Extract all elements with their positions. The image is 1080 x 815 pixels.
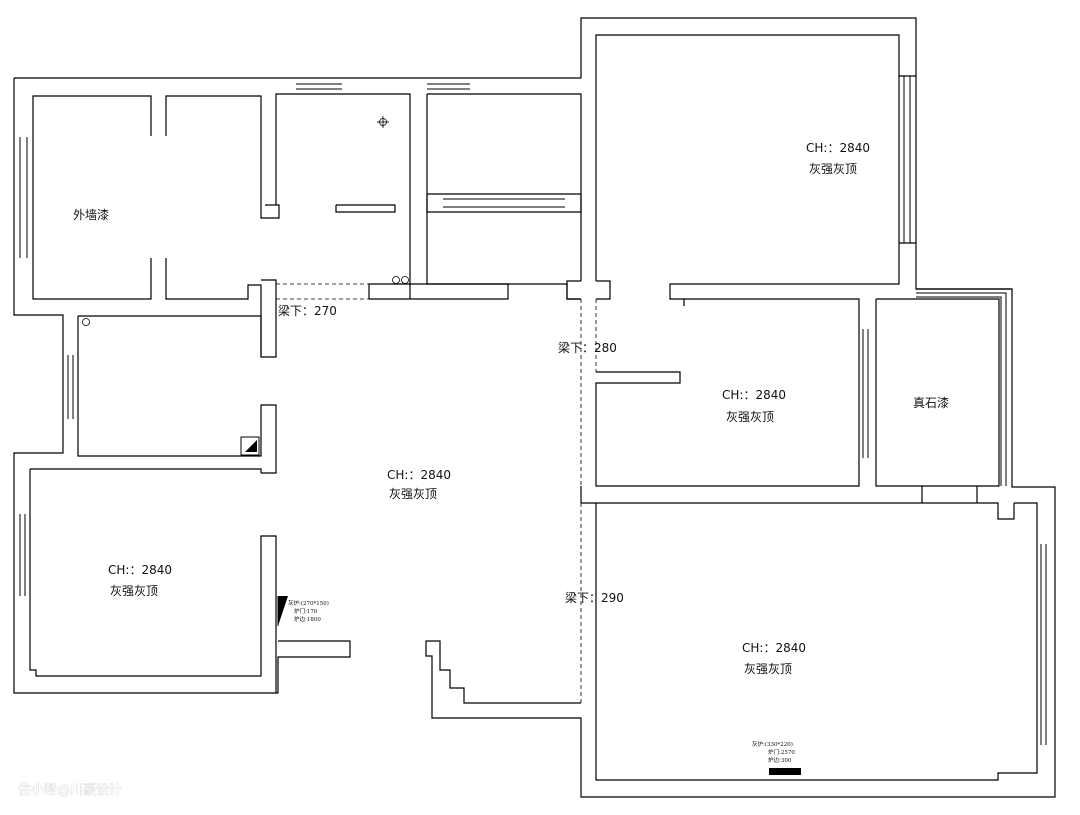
drain-symbol <box>82 318 90 326</box>
window-bottom-right-bedroom <box>1040 544 1047 745</box>
ceiling-light-symbol <box>377 116 389 128</box>
corner-pipe-symbol <box>240 436 260 456</box>
stone-paint-label: 真石漆 <box>913 396 949 410</box>
fixtures <box>82 116 801 775</box>
window-top-right-bedroom <box>903 76 911 243</box>
ceiling-height-label: CH:：2840 <box>806 141 870 155</box>
window-corridor-top <box>427 83 470 90</box>
fireplace-note: 炉边:1800 <box>294 615 321 623</box>
fireplace-note: 炉边:300 <box>768 756 792 764</box>
ceiling-height-label: CH:：2840 <box>108 563 172 577</box>
beam-lines <box>276 283 597 703</box>
ceiling-finish-label: 灰强灰顶 <box>809 162 857 176</box>
ceiling-finish-label: 灰强灰顶 <box>744 662 792 676</box>
window-balcony-bay <box>916 292 1007 486</box>
window-corridor-inner <box>443 198 565 208</box>
window-small-room-top <box>296 83 342 90</box>
inner-walls <box>29 34 1038 781</box>
drain-symbols <box>392 276 409 284</box>
watermark: 住小帮@川豪设计 <box>18 782 122 798</box>
fireplace-note: 灰炉:(330*220) <box>752 740 793 748</box>
exterior-paint-label: 外墙漆 <box>73 208 109 222</box>
windows <box>19 76 1047 745</box>
outer-walls <box>13 17 1056 798</box>
ceiling-height-label: CH:：2840 <box>722 388 786 402</box>
fireplace-note: 炉门:2570 <box>768 748 795 756</box>
beam-280-label: 梁下：280 <box>558 340 617 355</box>
ceiling-finish-label: 灰强灰顶 <box>389 487 437 501</box>
fireplace-note: 炉门:170 <box>294 607 318 615</box>
beam-290-label: 梁下：290 <box>565 590 624 605</box>
fireplace-note: 灰炉:(270*150) <box>288 599 329 607</box>
window-middle-left-room <box>67 355 74 419</box>
ceiling-height-label: CH:：2840 <box>742 641 806 655</box>
ceiling-finish-label: 灰强灰顶 <box>726 410 774 424</box>
ceiling-finish-label: 灰强灰顶 <box>110 584 158 598</box>
window-bottom-left-bedroom <box>19 514 26 596</box>
window-top-left-room <box>19 137 28 258</box>
fireplace-small <box>277 596 288 626</box>
text-labels: 外墙漆 梁下：270 梁下：280 梁下：290 CH:：2840 灰强灰顶 C… <box>18 141 949 798</box>
ceiling-height-label: CH:：2840 <box>387 468 451 482</box>
beam-270-label: 梁下：270 <box>278 303 337 318</box>
window-middle-right-room <box>862 329 869 458</box>
fireplace-large <box>769 768 801 775</box>
